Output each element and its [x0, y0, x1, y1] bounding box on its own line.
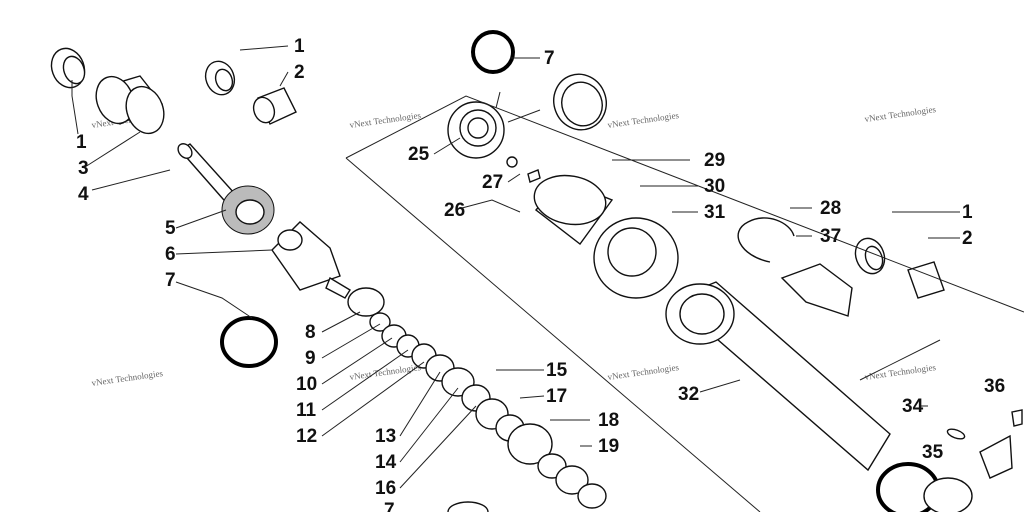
watermark-text: vNext Technologies: [607, 362, 680, 382]
bushing-1-top-right: [204, 60, 236, 96]
label-34: 34: [902, 396, 924, 417]
label-1a: 1: [294, 36, 305, 57]
label-5: 5: [165, 218, 176, 239]
bushing-1-right: [854, 237, 886, 275]
label-4: 4: [78, 184, 89, 205]
watermark-text: vNext Technologies: [864, 104, 937, 124]
label-29: 29: [704, 150, 725, 171]
callout-labels: 1 2 1 3 4 5 6 7 8 9 10 11 12 13 14 15 16…: [76, 36, 1005, 512]
fitting-36: [979, 409, 1023, 479]
label-37: 37: [820, 226, 841, 247]
adjuster-nut-30: [593, 217, 679, 299]
label-11: 11: [296, 400, 317, 421]
label-7b: 7: [384, 500, 395, 512]
watermark-8: vNext Technologies: [864, 362, 937, 382]
label-16: 16: [375, 478, 396, 499]
label-7c: 7: [544, 48, 555, 69]
watermark-text: vNext Technologies: [864, 362, 937, 382]
label-25: 25: [408, 144, 430, 165]
label-1b: 1: [76, 132, 87, 153]
watermark-3: vNext Technologies: [607, 110, 680, 130]
piston-6: [271, 221, 351, 299]
label-14: 14: [375, 452, 397, 473]
watermark-text: vNext Technologies: [607, 110, 680, 130]
leader-lines: [71, 45, 1024, 512]
label-1c: 1: [962, 202, 973, 223]
sleeve-29: [533, 174, 614, 245]
shock-body-32: [665, 281, 891, 472]
valve-27: [506, 156, 541, 183]
label-32: 32: [678, 384, 699, 405]
oring-7-top: [471, 30, 515, 74]
watermark-group: vNext Technologies vNext Technologies vN…: [91, 104, 937, 388]
label-13: 13: [375, 426, 396, 447]
label-10: 10: [296, 374, 317, 395]
label-15: 15: [546, 360, 568, 381]
label-17: 17: [546, 386, 567, 407]
bushing-2-top-right: [252, 87, 297, 125]
oring-7-left: [220, 316, 278, 368]
reservoir-cap-25: [447, 101, 505, 159]
oring-35: [946, 428, 966, 440]
watermark-4: vNext Technologies: [864, 104, 937, 124]
label-2c: 2: [962, 228, 973, 249]
label-30: 30: [704, 176, 725, 197]
label-8: 8: [305, 322, 316, 343]
label-2a: 2: [294, 62, 305, 83]
label-26: 26: [444, 200, 465, 221]
watermark-text: vNext Technologies: [91, 368, 164, 388]
watermark-7: vNext Technologies: [607, 362, 680, 382]
label-36: 36: [984, 376, 1005, 397]
label-19: 19: [598, 436, 619, 457]
bushing-1-top-left: [50, 47, 86, 89]
bottom-left-partial-part: [447, 501, 489, 512]
ring-7-right: [553, 73, 607, 131]
shim-stack: [347, 287, 607, 509]
bushing-housing-3: [95, 75, 165, 135]
bumper-5: [221, 185, 275, 235]
label-35: 35: [922, 442, 944, 463]
label-27: 27: [482, 172, 503, 193]
watermark-text: vNext Technologies: [349, 110, 422, 130]
label-12: 12: [296, 426, 317, 447]
label-3: 3: [78, 158, 89, 179]
label-18: 18: [598, 410, 619, 431]
spring-clip-28: [737, 217, 795, 263]
label-9: 9: [305, 348, 316, 369]
watermark-5: vNext Technologies: [91, 368, 164, 388]
oring-bottom-right: [876, 462, 973, 512]
label-28: 28: [820, 198, 841, 219]
shield-37: [780, 263, 853, 317]
label-6: 6: [165, 244, 176, 265]
bushing-2-right: [907, 261, 945, 299]
label-7a: 7: [165, 270, 176, 291]
label-31: 31: [704, 202, 726, 223]
watermark-2: vNext Technologies: [349, 110, 422, 130]
